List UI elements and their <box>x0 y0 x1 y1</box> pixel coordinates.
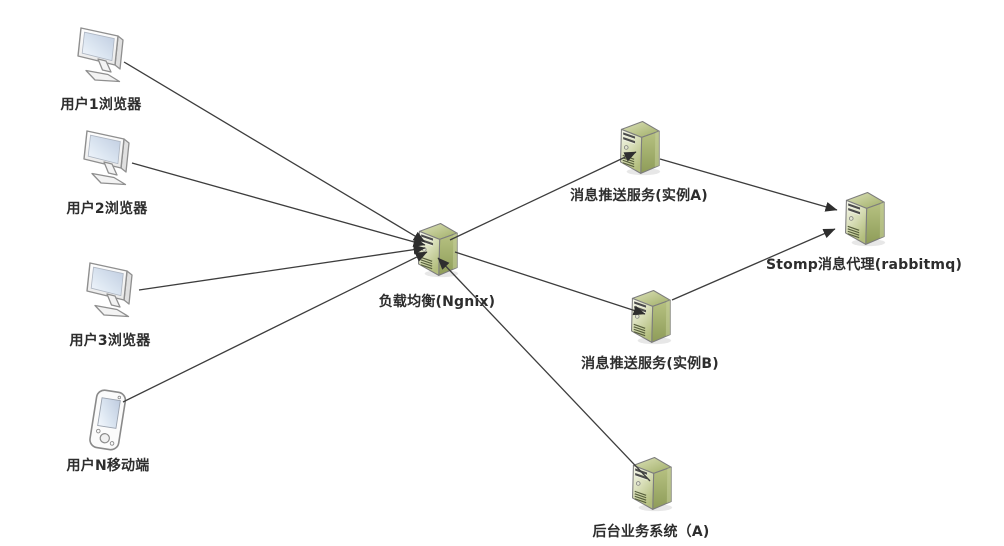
node-user3-browser: 用户3浏览器 <box>70 259 150 349</box>
mobile-device-icon <box>88 388 128 452</box>
node-user1-browser: 用户1浏览器 <box>61 24 141 113</box>
node-push-service-a: 消息推送服务(实例A) <box>570 118 708 204</box>
node-load-balancer: 负载均衡(Ngnix) <box>379 220 495 310</box>
node-label-push-service-b: 消息推送服务(实例B) <box>581 356 719 372</box>
edge-user2-browser-to-load-balancer <box>131 162 426 247</box>
node-push-service-b: 消息推送服务(实例B) <box>581 287 719 372</box>
desktop-monitor-icon <box>86 262 133 318</box>
node-label-backend-system: 后台业务系统（A) <box>592 524 710 540</box>
desktop-monitor-icon <box>83 130 130 186</box>
node-label-user2-browser: 用户2浏览器 <box>66 201 148 217</box>
server-icon <box>619 120 661 176</box>
server-icon <box>844 191 886 247</box>
node-label-load-balancer: 负载均衡(Ngnix) <box>378 294 496 310</box>
node-backend-system: 后台业务系统（A) <box>592 454 709 540</box>
node-userN-mobile: 用户N移动端 <box>67 388 149 474</box>
server-icon <box>631 456 673 512</box>
node-label-user1-browser: 用户1浏览器 <box>60 97 142 113</box>
node-label-stomp-broker: Stomp消息代理(rabbitmq) <box>765 257 963 273</box>
edge-userN-mobile-to-load-balancer <box>122 251 428 403</box>
desktop-monitor-icon <box>77 27 124 83</box>
node-user2-browser: 用户2浏览器 <box>67 127 147 217</box>
node-label-push-service-a: 消息推送服务(实例A) <box>570 188 708 204</box>
node-label-userN-mobile: 用户N移动端 <box>66 458 150 474</box>
server-icon <box>630 289 672 345</box>
node-label-user3-browser: 用户3浏览器 <box>69 333 151 349</box>
server-icon <box>417 222 459 278</box>
edge-user3-browser-to-load-balancer <box>138 244 426 291</box>
edge-user1-browser-to-load-balancer <box>123 61 426 243</box>
node-stomp-broker: Stomp消息代理(rabbitmq) <box>766 189 962 273</box>
